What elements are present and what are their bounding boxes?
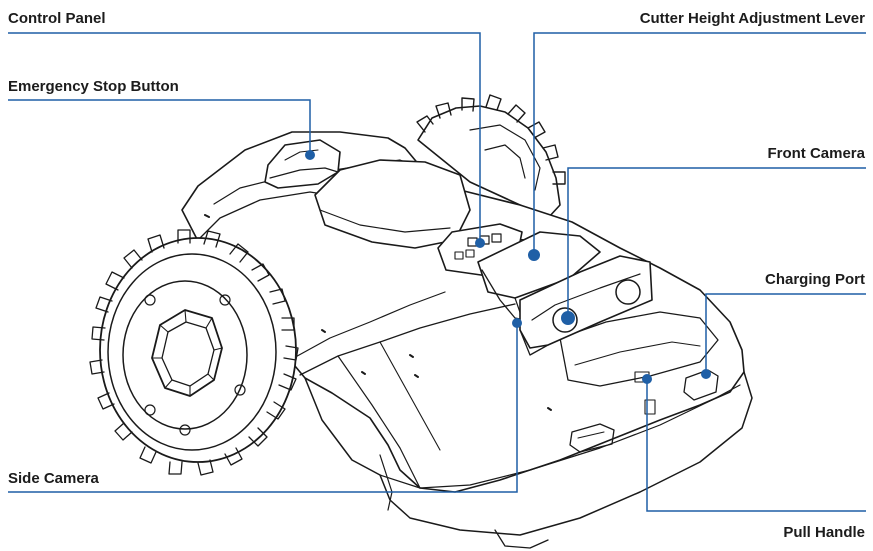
leader-pull-handle <box>646 379 866 512</box>
label-front-camera: Front Camera <box>767 145 865 162</box>
leader-side-camera <box>8 323 518 493</box>
leader-control-panel <box>8 32 481 243</box>
leader-emergency-stop <box>8 99 311 155</box>
label-cutter-height-adjustment-lever: Cutter Height Adjustment Lever <box>639 10 865 27</box>
front-camera-housing <box>519 255 653 356</box>
marker-dots <box>305 150 711 384</box>
marker-side-camera <box>512 318 522 328</box>
label-charging-port: Charging Port <box>765 271 865 288</box>
marker-cutter-height <box>528 249 540 261</box>
mower-body <box>181 131 753 549</box>
leader-front-camera <box>567 167 866 318</box>
marker-pull-handle <box>642 374 652 384</box>
label-control-panel: Control Panel <box>8 10 106 27</box>
marker-control-panel <box>475 238 485 248</box>
label-emergency-stop-button: Emergency Stop Button <box>8 78 179 95</box>
top-lid <box>314 159 471 249</box>
label-pull-handle: Pull Handle <box>783 524 865 541</box>
marker-charging-port <box>701 369 711 379</box>
leader-lines <box>8 32 866 512</box>
label-side-camera: Side Camera <box>8 470 99 487</box>
front-wheel <box>89 229 299 476</box>
marker-emergency-stop <box>305 150 315 160</box>
leader-cutter-height <box>533 32 866 255</box>
marker-front-camera <box>561 311 575 325</box>
leader-charging-port <box>705 293 866 374</box>
